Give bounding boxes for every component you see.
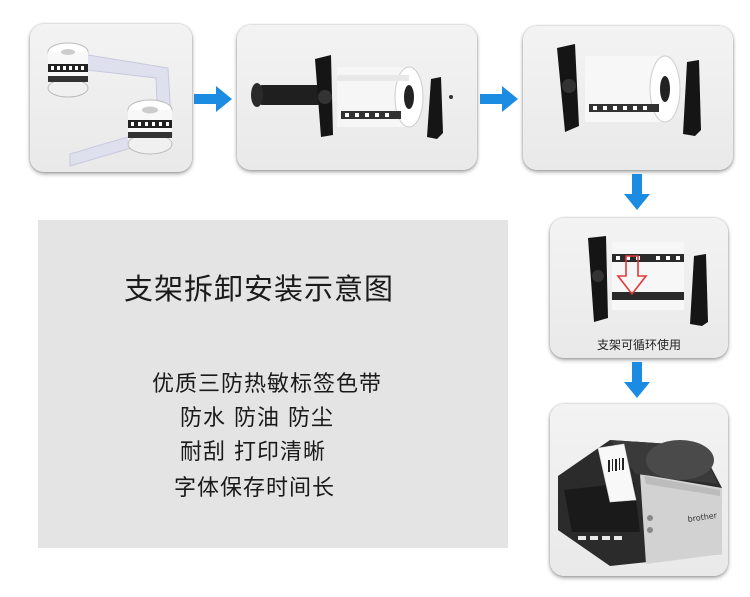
feature-line-1: 优质三防热敏标签色带 <box>152 372 383 397</box>
label-rolls-illustration <box>47 42 173 167</box>
arrow-down-2 <box>624 362 650 398</box>
disassembled-holder-illustration <box>251 55 453 139</box>
step-1-label-rolls-card <box>30 24 192 172</box>
printer-brand-label: brother <box>687 511 718 524</box>
reusable-holder-illustration <box>588 236 708 326</box>
panel-title: 支架拆卸安装示意图 <box>124 272 395 306</box>
arrow-down-1 <box>624 174 650 210</box>
arrow-right-2 <box>480 86 518 112</box>
red-down-arrow-icon <box>616 255 648 296</box>
feature-line-2: 防水 防油 防尘 <box>180 406 334 431</box>
step-4-caption: 支架可循环使用 <box>596 338 681 352</box>
assembled-roll-illustration <box>557 44 701 136</box>
feature-line-3: 耐刮 打印清晰 <box>180 440 326 465</box>
step-2-disassembled-holder-card <box>237 25 477 170</box>
step-5-label-printer-card: brother <box>550 404 728 576</box>
step-3-assembled-roll-card <box>523 26 733 170</box>
step-4-reusable-holder-card: 支架可循环使用 <box>550 218 728 358</box>
arrow-right-1 <box>194 86 232 112</box>
description-panel: 支架拆卸安装示意图 优质三防热敏标签色带 防水 防油 防尘 耐刮 打印清晰 字体… <box>38 220 508 548</box>
label-printer-illustration: brother <box>558 440 722 566</box>
feature-line-4: 字体保存时间长 <box>174 476 336 501</box>
